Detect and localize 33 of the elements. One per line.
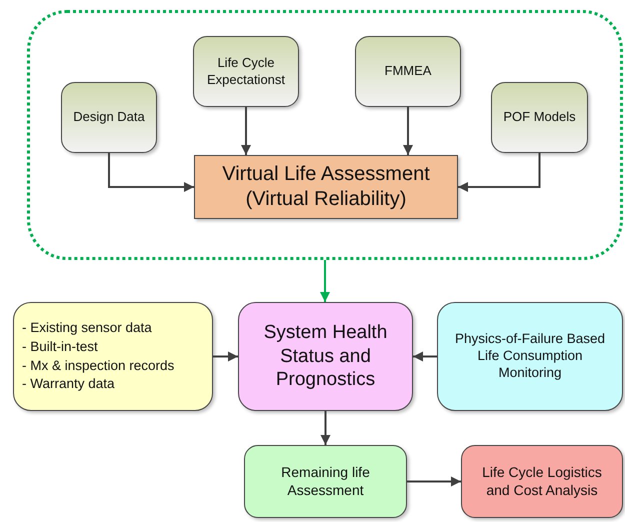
rounded-box: [238, 302, 413, 411]
arrow: [407, 476, 461, 486]
box-label: - Existing sensor data: [22, 320, 152, 337]
box-label: - Built-in-test: [22, 338, 98, 356]
arrow: [241, 107, 251, 155]
box-label: FMMEA: [384, 63, 432, 80]
box-label: System Health Status and Prognostics: [262, 320, 388, 392]
process-box: [194, 155, 458, 219]
arrow: [458, 153, 540, 192]
box-label: - Warranty data: [22, 376, 115, 394]
box-label: Virtual Life Assessment (Virtual Reliability): [221, 162, 431, 212]
box-label: Remaining life Assessment: [280, 464, 371, 499]
arrow: [213, 352, 238, 362]
rounded-box: [491, 82, 588, 153]
arrow: [320, 260, 330, 302]
box-label: Life Cycle Expectationst: [206, 55, 286, 88]
box-label: POF Models: [503, 109, 576, 126]
arrow: [320, 411, 330, 445]
rounded-box: [13, 302, 213, 411]
rounded-box: [437, 302, 623, 411]
box-label: Design Data: [73, 109, 145, 126]
arrow: [108, 153, 194, 192]
dashed-group-boundary: [27, 10, 623, 260]
rounded-box: [355, 36, 461, 107]
rounded-box: [193, 36, 299, 107]
box-label: Life Cycle Logistics and Cost Analysis: [481, 464, 603, 499]
rounded-box: [461, 445, 623, 518]
arrow: [413, 352, 437, 362]
arrow: [403, 107, 413, 155]
rounded-box: [244, 445, 407, 518]
box-label: Physics-of-Failure Based Life Consumption Monitoring: [454, 331, 606, 382]
box-label: - Mx & inspection records: [22, 358, 174, 374]
rounded-box: [61, 82, 157, 153]
